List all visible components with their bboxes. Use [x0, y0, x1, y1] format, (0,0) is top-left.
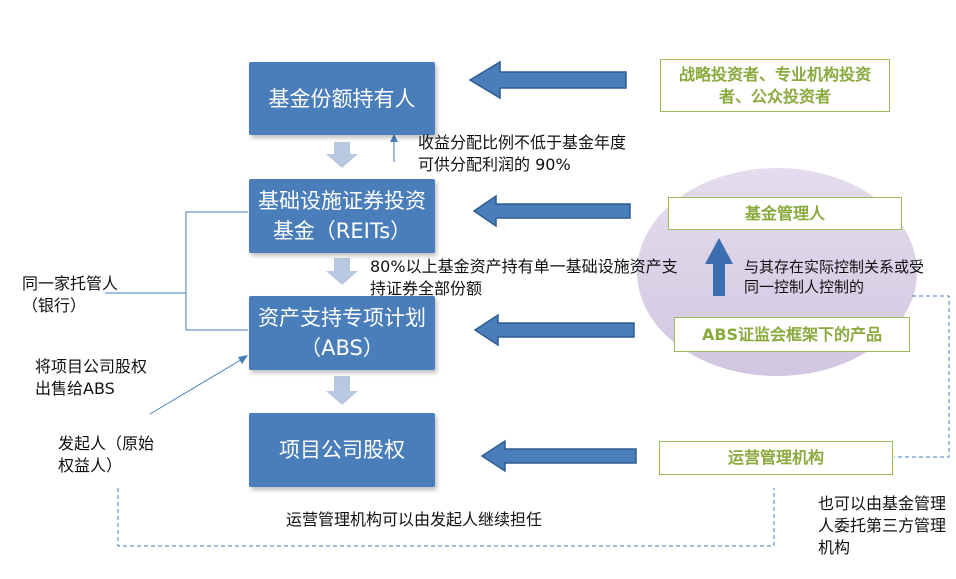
custodian-bracket — [105, 211, 248, 331]
arrow-investors-to-holders — [468, 60, 627, 100]
distribution-note: 收益分配比例不低于基金年度可供分配利润的 90% — [418, 133, 627, 174]
box-abs: 资产支持专项计划（ABS） — [249, 296, 435, 370]
arrow-ops-to-equity — [480, 439, 637, 473]
box-reits: 基础设施证券投资基金（REITs） — [249, 179, 435, 253]
box-abs-product: ABS证监会框架下的产品 — [674, 317, 910, 352]
sponsor-arrow — [149, 357, 245, 415]
box-abs-product-label: ABS证监会框架下的产品 — [701, 324, 883, 344]
down-arrow-2 — [326, 258, 358, 285]
control-note: 与其存在实际控制关系或受同一控制人控制的 — [744, 258, 925, 296]
down-arrow-3 — [326, 376, 358, 405]
down-arrow-1 — [326, 142, 358, 168]
box-abs-label: 资产支持专项计划（ABS） — [258, 306, 426, 360]
box-fund-manager-label: 基金管理人 — [744, 203, 825, 223]
box-investors: 战略投资者、专业机构投资者、公众投资者 — [660, 59, 890, 112]
box-fund-holders-label: 基金份额持有人 — [268, 86, 416, 111]
sell-equity-label: 将项目公司股权出售给ABS — [35, 357, 148, 398]
third-party-note: 也可以由基金管理人委托第三方管理机构 — [818, 494, 947, 557]
box-ops-manager: 运营管理机构 — [659, 441, 893, 475]
box-fund-holders: 基金份额持有人 — [249, 62, 435, 135]
box-project-equity: 项目公司股权 — [249, 413, 435, 487]
dashed-sponsor-ops — [117, 488, 775, 547]
box-investors-label: 战略投资者、专业机构投资者、公众投资者 — [678, 64, 871, 106]
sponsor-label: 发起人（原始权益人） — [58, 434, 155, 475]
custodian-label: 同一家托管人（银行） — [22, 274, 119, 315]
arrow-product-to-abs — [473, 313, 635, 347]
ops-continue-note: 运营管理机构可以由发起人继续担任 — [286, 510, 543, 529]
holding-note: 80%以上基金资产持有单一基础设施资产支持证券全部份额 — [370, 257, 678, 298]
arrow-manager-to-reits — [472, 194, 631, 228]
box-project-equity-label: 项目公司股权 — [279, 438, 405, 462]
box-reits-label: 基础设施证券投资基金（REITs） — [258, 189, 426, 243]
dashed-ellipse-ops — [894, 295, 950, 458]
box-ops-manager-label: 运营管理机构 — [727, 448, 824, 467]
box-fund-manager: 基金管理人 — [668, 197, 902, 230]
